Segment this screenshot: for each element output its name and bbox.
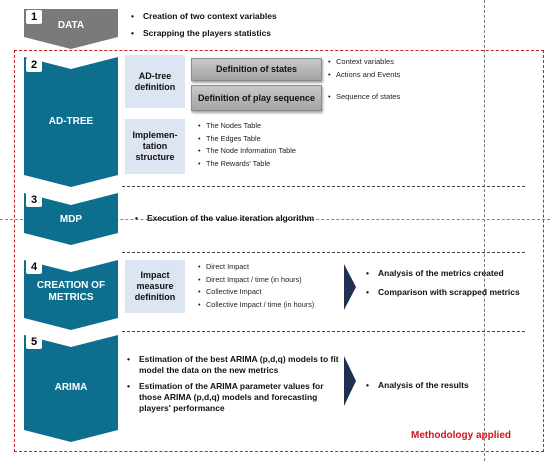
- mdp-bullet: Execution of the value iteration algorit…: [133, 213, 433, 224]
- definition-of-states-box: Definition of states: [191, 58, 322, 81]
- data-bullets: Creation of two context variables Scrapp…: [129, 11, 429, 39]
- table-item: The Nodes Table: [197, 120, 397, 133]
- table-item: The Rewards' Table: [197, 158, 397, 171]
- arima-result: Analysis of the results: [364, 380, 534, 391]
- separator-4: [122, 331, 525, 332]
- tables-list: The Nodes Table The Edges Table The Node…: [197, 120, 397, 170]
- ad-tree-definition-box: AD-tree definition: [125, 55, 185, 108]
- metrics-list: Direct Impact Direct Impact / time (in h…: [197, 261, 347, 311]
- separator-3: [122, 252, 525, 253]
- impact-measure-definition-box: Impact measure definition: [125, 260, 185, 313]
- step-3-number: 3: [26, 193, 42, 207]
- step-2-number: 2: [26, 58, 42, 72]
- step-1-label: DATA: [57, 20, 85, 31]
- play-note: Sequence of states: [327, 91, 477, 104]
- definition-of-play-sequence-box: Definition of play sequence: [191, 85, 322, 111]
- step-3-label: MDP: [59, 214, 83, 225]
- arima-results: Analysis of the results: [364, 380, 534, 391]
- metric-item: Direct Impact / time (in hours): [197, 274, 347, 287]
- states-note: Context variables: [327, 56, 477, 69]
- step-1-number: 1: [26, 10, 42, 24]
- step-3-chevron: [24, 193, 118, 245]
- step-5-chevron: [24, 335, 118, 442]
- arima-bullet: Estimation of the best ARIMA (p,d,q) mod…: [125, 354, 340, 376]
- metric-item: Collective Impact / time (in hours): [197, 299, 347, 312]
- metrics-results: Analysis of the metrics created Comparis…: [364, 268, 549, 298]
- metrics-result: Analysis of the metrics created: [364, 268, 549, 279]
- step-2-chevron: [24, 57, 118, 187]
- arima-bullets: Estimation of the best ARIMA (p,d,q) mod…: [125, 354, 340, 414]
- arima-bullet: Estimation of the ARIMA parameter values…: [125, 381, 340, 414]
- separator-2: [122, 186, 525, 187]
- mdp-bullets: Execution of the value iteration algorit…: [133, 213, 433, 224]
- metric-item: Collective Impact: [197, 286, 347, 299]
- metrics-result: Comparison with scrapped metrics: [364, 287, 549, 298]
- states-notes: Context variables Actions and Events: [327, 56, 477, 81]
- data-bullet: Creation of two context variables: [129, 11, 429, 22]
- step-5-number: 5: [26, 335, 42, 349]
- table-item: The Edges Table: [197, 133, 397, 146]
- step-4-label: CREATION OF METRICS: [36, 280, 106, 303]
- data-bullet: Scrapping the players statistics: [129, 28, 429, 39]
- methodology-title: Methodology applied: [411, 430, 511, 441]
- vertical-guide-line: [484, 0, 485, 461]
- step-2-label: AD-TREE: [48, 116, 94, 127]
- states-note: Actions and Events: [327, 69, 477, 82]
- methodology-frame: [14, 50, 544, 452]
- table-item: The Node Information Table: [197, 145, 397, 158]
- arima-arrow: [344, 356, 356, 406]
- implementation-structure-box: Implemen-tation structure: [125, 119, 185, 174]
- step-1-chevron: [24, 9, 118, 49]
- step-4-chevron: [24, 260, 118, 330]
- step-4-number: 4: [26, 260, 42, 274]
- metrics-arrow: [344, 264, 356, 310]
- metric-item: Direct Impact: [197, 261, 347, 274]
- play-notes: Sequence of states: [327, 91, 477, 104]
- step-5-label: ARIMA: [54, 382, 88, 393]
